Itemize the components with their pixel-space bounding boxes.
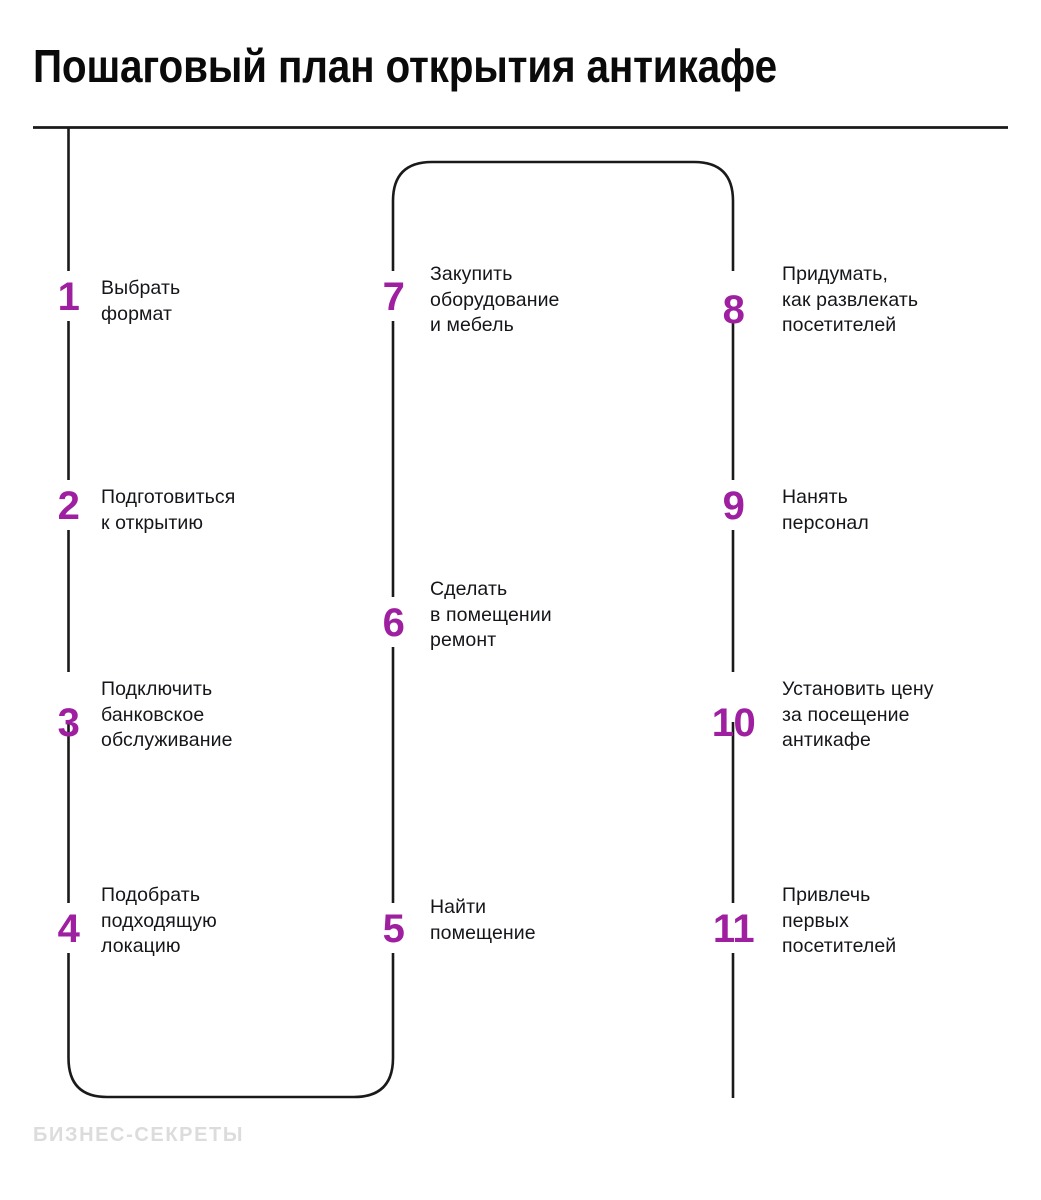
- step-3-label: Подключить банковское обслуживание: [101, 678, 233, 751]
- step-8-label: Придумать, как развлекать посетителей: [782, 263, 919, 336]
- step-5-label: Найти помещение: [430, 896, 536, 944]
- step-2-number: 2: [57, 484, 80, 528]
- step-7-number: 7: [382, 275, 405, 319]
- step-8-number: 8: [722, 288, 745, 332]
- step-1-number: 1: [57, 275, 80, 319]
- step-1-label: Выбрать формат: [101, 277, 181, 325]
- step-10-label: Установить цену за посещение антикафе: [782, 678, 934, 751]
- step-11-number: 11: [712, 907, 755, 951]
- step-3-number: 3: [57, 701, 80, 745]
- step-2-label: Подготовиться к открытию: [101, 486, 236, 534]
- brand-watermark: БИЗНЕС-СЕКРЕТЫ: [33, 1124, 245, 1146]
- step-9-number: 9: [722, 484, 745, 528]
- step-9-label: Нанять персонал: [782, 486, 869, 534]
- step-7-label: Закупить оборудование и мебель: [430, 263, 560, 336]
- step-4-number: 4: [57, 907, 80, 951]
- step-6-number: 6: [382, 601, 405, 645]
- step-5-number: 5: [382, 907, 405, 951]
- step-10-number: 10: [711, 701, 756, 745]
- step-11-label: Привлечь первых посетителей: [782, 884, 897, 957]
- step-6-label: Сделать в помещении ремонт: [430, 578, 552, 651]
- step-4-label: Подобрать подходящую локацию: [101, 884, 217, 957]
- page-title: Пошаговый план открытия антикафе: [33, 40, 777, 92]
